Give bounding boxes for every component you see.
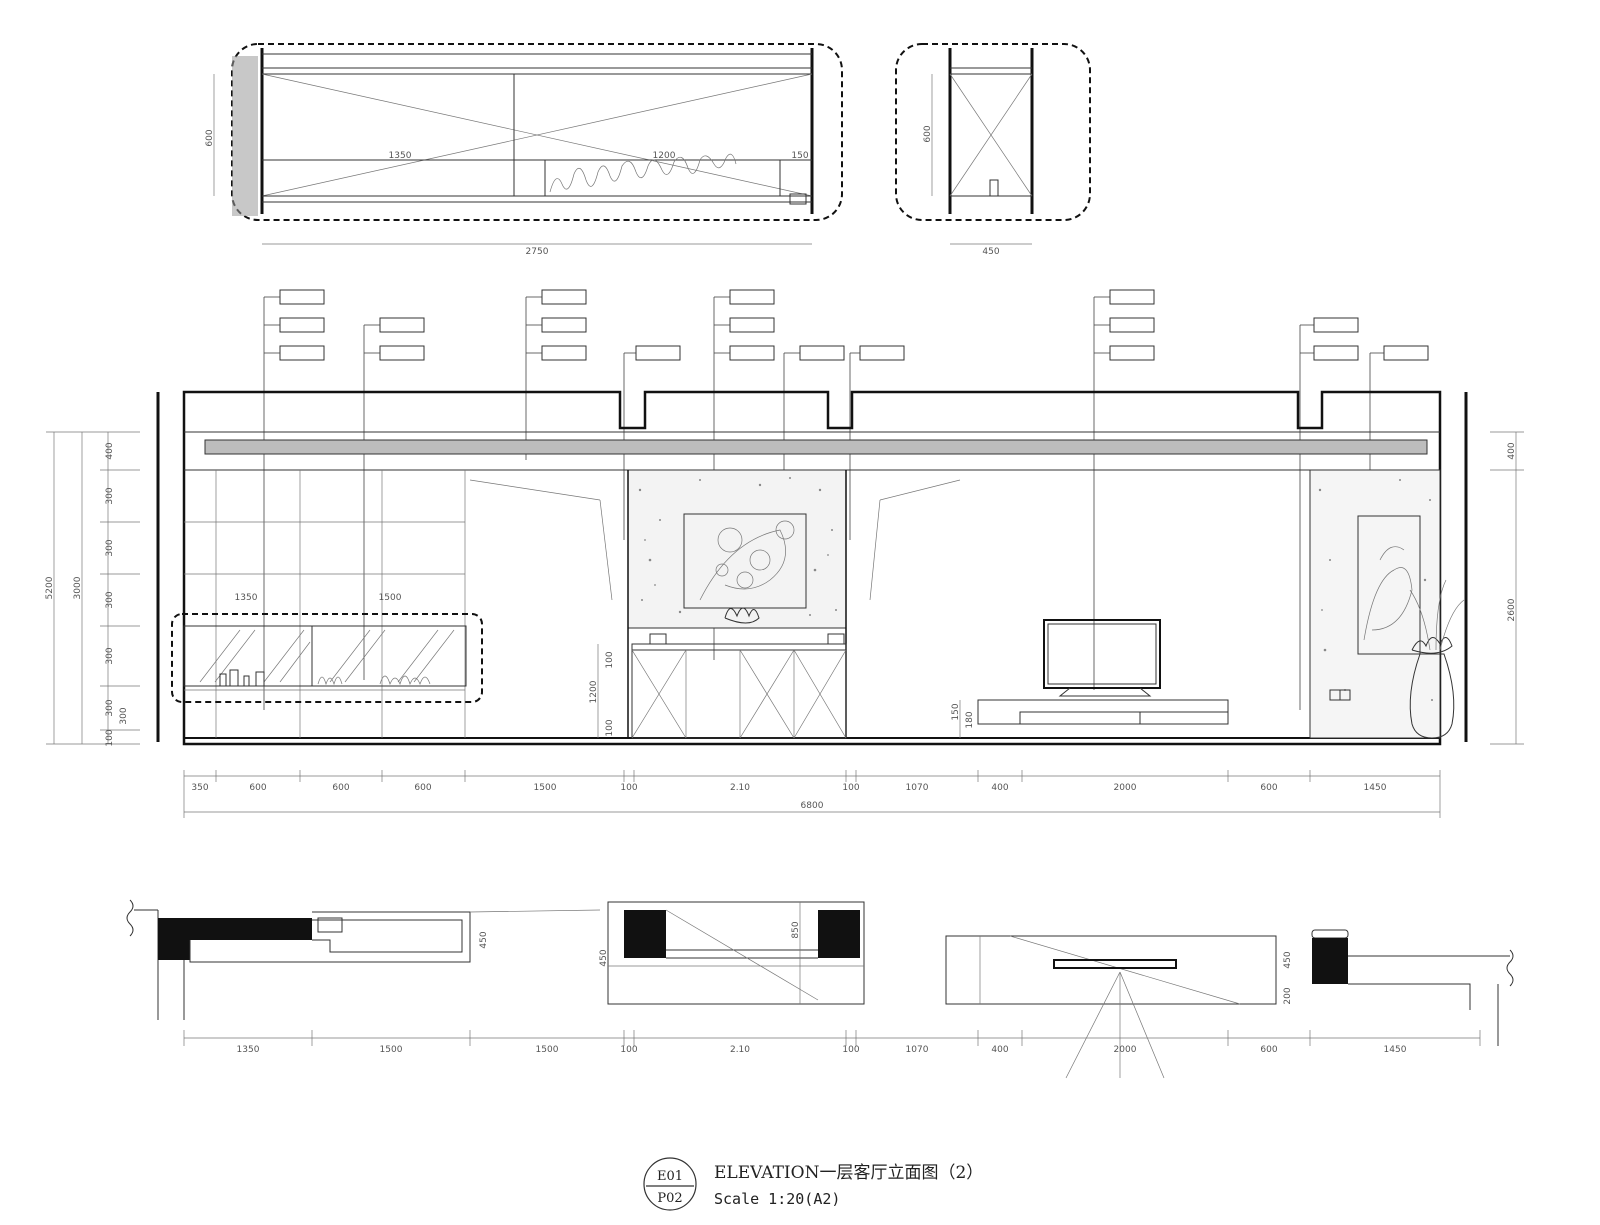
bottom-dim-label: 1070	[906, 783, 929, 793]
right-dim-label: 2600	[1507, 598, 1517, 621]
cabinet-dim-label: 1500	[379, 593, 402, 603]
detail-cabinet-elevation: 600 2750 1350 1200 150	[205, 43, 843, 257]
bottom-dim-label: 350	[191, 783, 208, 793]
drawing-scale: Scale 1:20(A2)	[714, 1190, 840, 1208]
plan-side-dim-label: 450	[479, 931, 489, 948]
detail-side-section: 450 600	[895, 43, 1091, 257]
plan-dim-label: 1500	[536, 1045, 559, 1055]
detail-left-sub-label: 1350	[389, 151, 412, 161]
title-block: E01 P02 ELEVATION一层客厅立面图（2） Scale 1:20(A…	[643, 1157, 983, 1211]
total-width-label: 6800	[801, 801, 824, 811]
detail-left-height-label: 600	[205, 129, 215, 146]
tv-dim-label: 150	[951, 703, 961, 720]
left-dim-label: 300	[105, 539, 115, 556]
plan-dim-label: 400	[991, 1045, 1008, 1055]
bottom-dim-label: 600	[414, 783, 431, 793]
center-dim-label: 100	[605, 651, 615, 668]
detail-right-width-label: 450	[982, 247, 999, 257]
center-dim-label: 1200	[589, 680, 599, 703]
plan-dim-label: 1070	[906, 1045, 929, 1055]
bottom-dim-label: 1450	[1364, 783, 1387, 793]
cabinet-dim-label: 1350	[235, 593, 258, 603]
plan-side-dim-label: 450	[599, 949, 609, 966]
left-dim-label: 300	[105, 699, 115, 716]
sheet-code-bottom: P02	[657, 1191, 682, 1206]
detail-left-width-label: 2750	[526, 247, 549, 257]
bottom-dim-label: 400	[991, 783, 1008, 793]
left-outer-dim-label: 3000	[73, 576, 83, 599]
bottom-dim-label: 600	[249, 783, 266, 793]
plan-dim-label: 100	[842, 1045, 859, 1055]
plan-dim-label: 2.10	[730, 1045, 750, 1055]
center-dim-label: 100	[605, 719, 615, 736]
bottom-dim-label: 600	[1260, 783, 1277, 793]
plan-dim-label: 100	[620, 1045, 637, 1055]
plan-section: 1350 1500 1500 100 2.10 100 1070 400 200…	[126, 899, 1514, 1079]
bottom-dim-label: 2.10	[730, 783, 750, 793]
plan-dim-label: 1450	[1384, 1045, 1407, 1055]
tv-dim-label: 180	[965, 711, 975, 728]
bottom-dim-label: 600	[332, 783, 349, 793]
plan-side-dim-label: 450	[1283, 951, 1293, 968]
bottom-dim-label: 1500	[534, 783, 557, 793]
bottom-dim-label: 100	[620, 783, 637, 793]
plan-dim-label: 1500	[380, 1045, 403, 1055]
left-dim-label: 300	[105, 591, 115, 608]
drawing-title: ELEVATION一层客厅立面图（2）	[714, 1163, 983, 1183]
bottom-dim-label: 100	[842, 783, 859, 793]
left-outer-dim-label: 5200	[45, 576, 55, 599]
plan-side-dim-label: 200	[1283, 987, 1293, 1004]
sheet-code-top: E01	[657, 1169, 683, 1184]
left-dim-label: 400	[105, 442, 115, 459]
plan-dim-label: 600	[1260, 1045, 1277, 1055]
main-elevation: 1350 1500	[45, 390, 1524, 818]
detail-right-height-label: 600	[923, 125, 933, 142]
bottom-dim-label: 2000	[1114, 783, 1137, 793]
detail-left-sub-label: 1200	[653, 151, 676, 161]
plan-dim-label: 2000	[1114, 1045, 1137, 1055]
plan-side-dim-label: 850	[791, 921, 801, 938]
left-dim-label: 300	[105, 647, 115, 664]
right-dim-label: 400	[1507, 442, 1517, 459]
left-dim-label: 300	[119, 707, 129, 724]
plan-dim-label: 1350	[237, 1045, 260, 1055]
left-dim-label: 100	[105, 729, 115, 746]
left-dim-label: 300	[105, 487, 115, 504]
detail-left-sub-label: 150	[791, 151, 808, 161]
